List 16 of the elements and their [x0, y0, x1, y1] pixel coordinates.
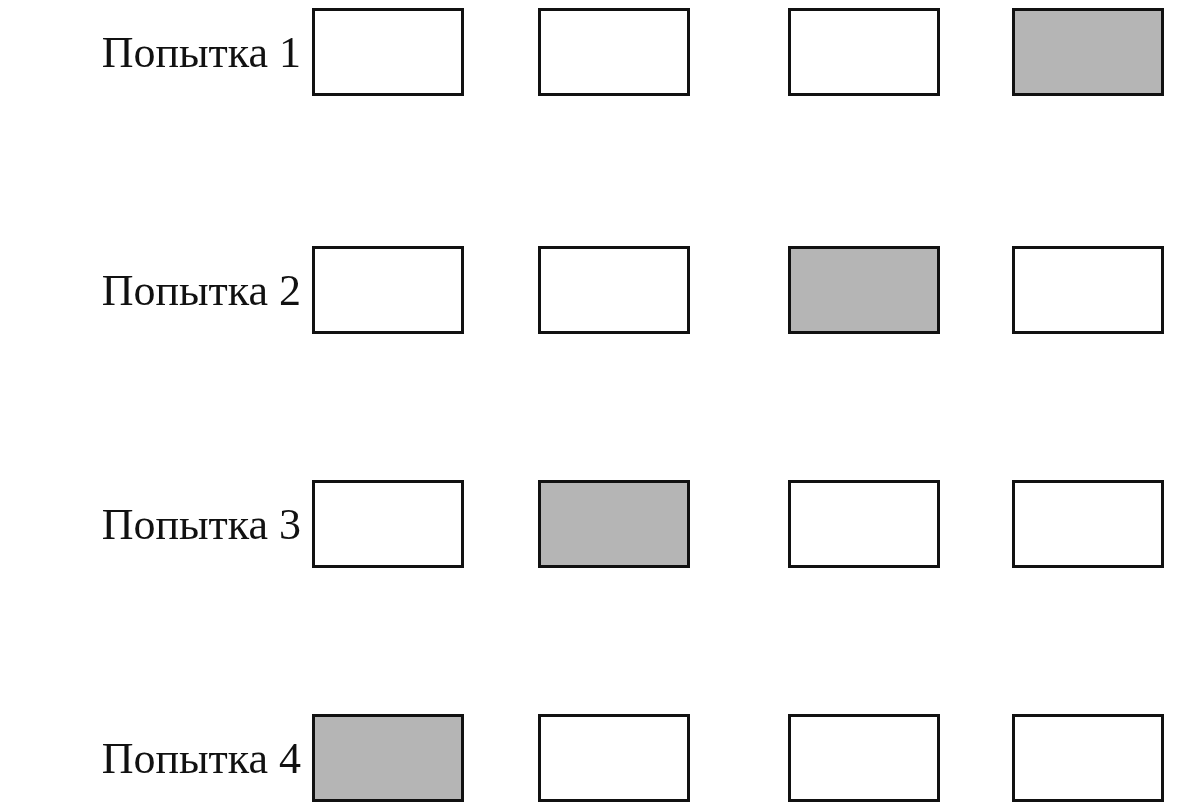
answer-box [538, 714, 690, 802]
answer-box [538, 8, 690, 96]
row-label: Попытка 3 [101, 498, 301, 550]
answer-box [538, 246, 690, 334]
answer-box [1012, 246, 1164, 334]
row-label: Попытка 4 [101, 732, 301, 784]
row-label: Попытка 2 [101, 264, 301, 316]
answer-box [788, 714, 940, 802]
answer-box [538, 480, 690, 568]
answer-box [788, 480, 940, 568]
answer-box [788, 246, 940, 334]
answer-box [1012, 480, 1164, 568]
answer-box [1012, 8, 1164, 96]
answer-box [1012, 714, 1164, 802]
row-label: Попытка 1 [101, 26, 301, 78]
answer-box [788, 8, 940, 96]
